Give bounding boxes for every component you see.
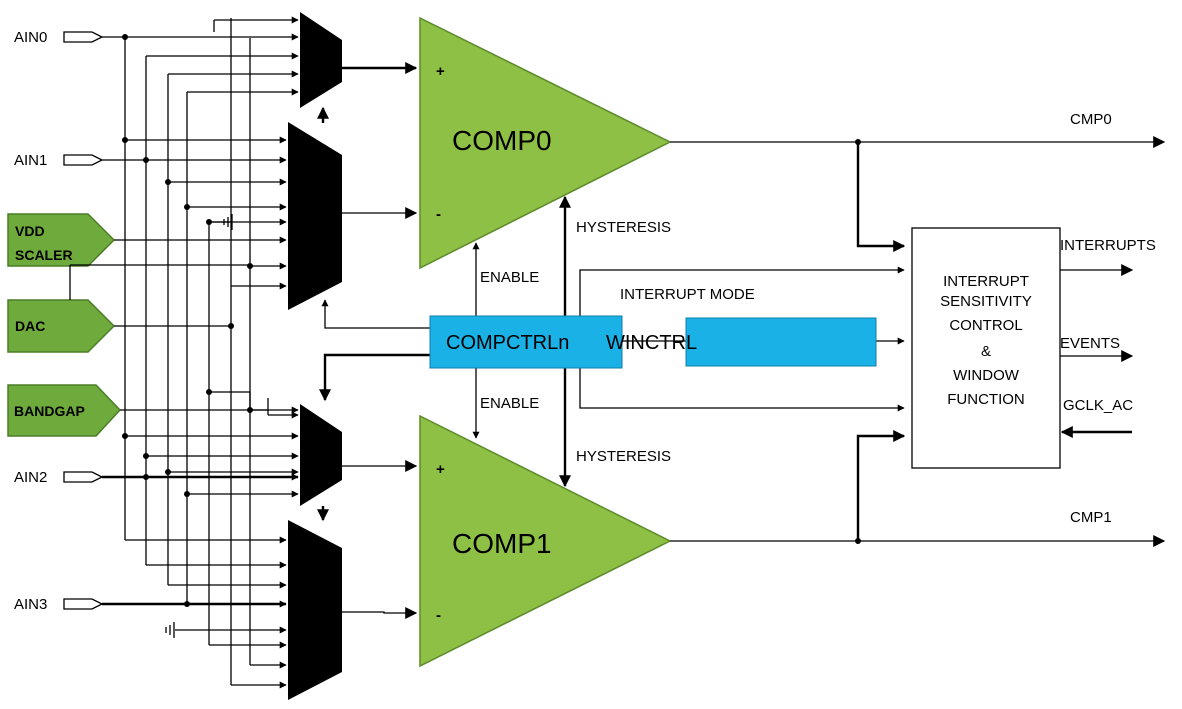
comp1-minus: -	[436, 607, 441, 624]
interrupts-label: INTERRUPTS	[1060, 237, 1156, 254]
ground-icon	[209, 214, 233, 230]
mux-comp0-positive	[125, 12, 342, 108]
junction-dots	[122, 34, 861, 607]
mux-comp1-negative	[125, 392, 342, 700]
ain0-pin-shape	[63, 31, 104, 43]
mux-comp1-positive	[125, 391, 342, 506]
comp1-plus: +	[436, 461, 445, 478]
vdd-scaler-label-line2: SCALER	[15, 247, 73, 263]
comparator-1: COMP1 + -	[419, 414, 672, 668]
interrupt-block-line3: CONTROL	[949, 317, 1022, 334]
vdd-scaler-label-line1: VDD	[15, 223, 45, 239]
control-lines	[319, 195, 905, 488]
comp0-label: COMP0	[452, 125, 552, 156]
dac-label: DAC	[15, 318, 45, 334]
bandgap-source	[7, 384, 122, 437]
dac-source	[7, 299, 116, 353]
interrupt-sensitivity-block: INTERRUPT SENSITIVITY CONTROL & WINDOW F…	[911, 227, 1061, 469]
ground-icon-bottom	[165, 622, 175, 638]
outputs: CMP0 CMP1 INTERRUPTS EVENTS GCLK_AC	[670, 111, 1166, 547]
comp0-plus: +	[436, 63, 445, 80]
ain3-pin-shape	[63, 598, 104, 610]
hysteresis-bottom-label: HYSTERESIS	[576, 448, 671, 465]
comp0-minus: -	[436, 206, 441, 223]
registers: COMPCTRLn WINCTRL	[429, 315, 877, 369]
cmp1-label: CMP1	[1070, 509, 1112, 526]
input-pins: AIN0 AIN1 AIN2 AIN3	[14, 29, 104, 613]
mux0n-body	[288, 122, 342, 310]
winctrl-label: WINCTRL	[606, 332, 697, 354]
winctrl-register	[685, 317, 877, 367]
ain2-pin-shape	[63, 471, 104, 483]
enable-bottom-label: ENABLE	[480, 395, 539, 412]
mux1n-body	[288, 520, 342, 700]
vdd-scaler-source	[7, 213, 116, 267]
comp1-label: COMP1	[452, 528, 552, 559]
comp0-triangle	[419, 16, 672, 270]
internal-sources: VDD SCALER DAC BANDGAP	[7, 213, 122, 437]
interrupt-block-line5: WINDOW	[953, 367, 1020, 384]
ain0-label: AIN0	[14, 29, 47, 46]
interrupt-block-line4: &	[981, 343, 991, 360]
mux0p-body	[300, 12, 342, 108]
interrupt-block-line2: SENSITIVITY	[940, 293, 1032, 310]
input-buses	[124, 20, 269, 685]
ain1-label: AIN1	[14, 152, 47, 169]
mux-output-wires	[317, 62, 418, 619]
compctrl-register	[429, 315, 623, 369]
ain1-pin-shape	[63, 154, 104, 166]
ain3-label: AIN3	[14, 596, 47, 613]
compctrl-label: COMPCTRLn	[446, 332, 569, 354]
cmp0-label: CMP0	[1070, 111, 1112, 128]
mux-comp0-negative	[125, 122, 342, 310]
interrupt-block-box	[911, 227, 1061, 469]
comp1-triangle	[419, 414, 672, 668]
pin-wires	[69, 36, 268, 606]
control-labels: ENABLE ENABLE HYSTERESIS HYSTERESIS INTE…	[480, 219, 755, 465]
events-label: EVENTS	[1060, 335, 1120, 352]
interrupt-block-line1: INTERRUPT	[943, 273, 1029, 290]
bus-upper	[145, 20, 251, 286]
bandgap-label: BANDGAP	[14, 403, 85, 419]
enable-top-label: ENABLE	[480, 269, 539, 286]
mux1p-body	[300, 404, 342, 506]
interrupt-mode-label: INTERRUPT MODE	[620, 286, 755, 303]
interrupt-block-line6: FUNCTION	[947, 391, 1025, 408]
comparator-0: COMP0 + -	[419, 16, 672, 270]
ain2-label: AIN2	[14, 469, 47, 486]
gclk-ac-label: GCLK_AC	[1063, 397, 1133, 414]
hysteresis-top-label: HYSTERESIS	[576, 219, 671, 236]
